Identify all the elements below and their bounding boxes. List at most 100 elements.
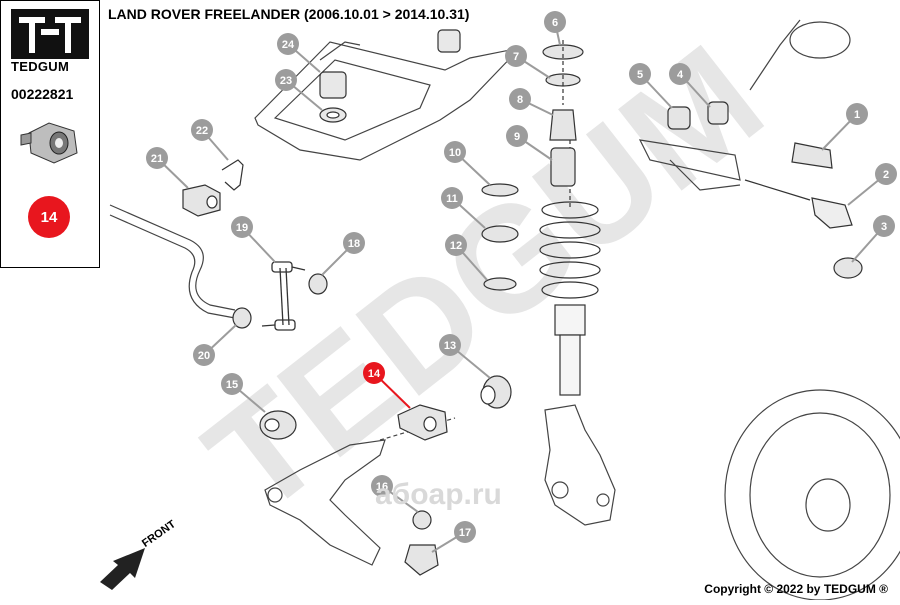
callout-number: 7: [513, 51, 519, 63]
callout-15: 15: [221, 373, 266, 413]
callout-number: 13: [444, 340, 456, 352]
callout-5: 5: [629, 63, 673, 109]
callout-number: 6: [552, 17, 558, 29]
callout-circle: [371, 475, 393, 497]
callout-circle: [231, 216, 253, 238]
ball-joint-boot: [833, 257, 863, 279]
subframe: [254, 41, 522, 161]
callout-circle: [669, 63, 691, 85]
callout-19: 19: [231, 216, 276, 263]
callout-number: 3: [881, 221, 887, 233]
tedgum-logo-icon: [11, 9, 89, 59]
arm-bushing-highlighted: [397, 404, 448, 441]
callout-20: 20: [193, 324, 237, 366]
callout-12: 12: [445, 234, 488, 281]
callout-14-highlighted: 14: [363, 362, 411, 409]
front-arrow: [100, 548, 145, 590]
callout-13: 13: [439, 334, 491, 379]
callout-11: 11: [441, 187, 486, 229]
callout-18: 18: [321, 232, 365, 276]
callout-number: 22: [196, 125, 208, 137]
steering-rack: [638, 19, 851, 191]
callout-circle: [221, 373, 243, 395]
callout-circle: [441, 187, 463, 209]
shock-absorber: [554, 140, 586, 396]
callout-7: 7: [505, 45, 551, 79]
coil-spring: [539, 201, 601, 299]
watermark-secondary: aбoap.ru: [375, 478, 502, 511]
callout-2: 2: [847, 163, 897, 206]
callout-circle: [506, 125, 528, 147]
callout-circle: [191, 119, 213, 141]
callout-16: 16: [371, 475, 419, 513]
callout-number: 14: [368, 368, 381, 380]
callout-9: 9: [506, 125, 553, 161]
stabilizer-clamp: [221, 159, 244, 191]
brand-panel: TEDGUM 00222821 14: [0, 0, 100, 268]
callout-21: 21: [146, 147, 189, 189]
callout-number: 11: [446, 193, 458, 205]
callout-circle: [444, 141, 466, 163]
callout-circle: [277, 33, 299, 55]
callout-number: 15: [226, 379, 238, 391]
callout-number: 18: [348, 238, 360, 250]
callout-circle: [439, 334, 461, 356]
callout-circle: [454, 521, 476, 543]
callout-number: 24: [282, 39, 295, 51]
callout-6: 6: [544, 11, 566, 46]
callout-4: 4: [669, 63, 711, 108]
callout-10: 10: [444, 141, 491, 186]
callout-number: 1: [854, 109, 860, 121]
callout-circle: [875, 163, 897, 185]
stabilizer-bar: [109, 204, 236, 319]
lower-ball-joint: [404, 510, 439, 576]
callout-circle: [505, 45, 527, 67]
callout-1: 1: [821, 103, 868, 151]
callout-circle: [445, 234, 467, 256]
callout-23: 23: [275, 69, 323, 111]
callout-number: 19: [236, 222, 248, 234]
arm-bushing-rear: [480, 375, 512, 409]
callout-circle: [873, 215, 895, 237]
callout-8: 8: [509, 88, 554, 116]
part-thumbnail-icon: [20, 122, 78, 164]
strut-mount-parts: [481, 40, 584, 291]
callout-number: 4: [677, 69, 684, 81]
callout-circle: [509, 88, 531, 110]
callout-circle: [275, 69, 297, 91]
callout-number: 17: [459, 527, 471, 539]
callout-circle: [629, 63, 651, 85]
callout-circle: [146, 147, 168, 169]
callout-number: 2: [883, 169, 889, 181]
callout-number: 9: [514, 131, 520, 143]
part-code: 00222821: [11, 86, 74, 102]
callout-number: 23: [280, 75, 292, 87]
highlight-badge: 14: [28, 196, 70, 238]
rack-bushings: [667, 101, 729, 130]
callout-number: 12: [450, 240, 462, 252]
watermark-text: TEDGUM: [176, 13, 792, 546]
callout-circle: [846, 103, 868, 125]
callout-number: 10: [449, 147, 461, 159]
stabilizer-link-bushing-lower: [232, 307, 252, 329]
subframe-bushings: [319, 29, 461, 123]
callout-number: 8: [517, 94, 523, 106]
copyright: Copyright © 2022 by TEDGUM ®: [704, 582, 888, 596]
steering-knuckle: [544, 404, 616, 526]
callout-number: 20: [198, 350, 210, 362]
callout-22: 22: [191, 119, 229, 161]
stabilizer-bar-bushing: [182, 184, 221, 217]
callout-circle: [544, 11, 566, 33]
callout-24: 24: [277, 33, 321, 73]
wheel: [724, 389, 900, 601]
callout-circle: [363, 362, 385, 384]
watermark: TEDGUM: [176, 13, 792, 546]
callout-circle: [193, 344, 215, 366]
page-title: LAND ROVER FREELANDER (2006.10.01 > 2014…: [108, 6, 470, 22]
tie-rod-end: [744, 179, 853, 229]
stabilizer-link-bushing-upper: [308, 273, 328, 295]
callout-circle: [343, 232, 365, 254]
callout-number: 16: [376, 481, 388, 493]
